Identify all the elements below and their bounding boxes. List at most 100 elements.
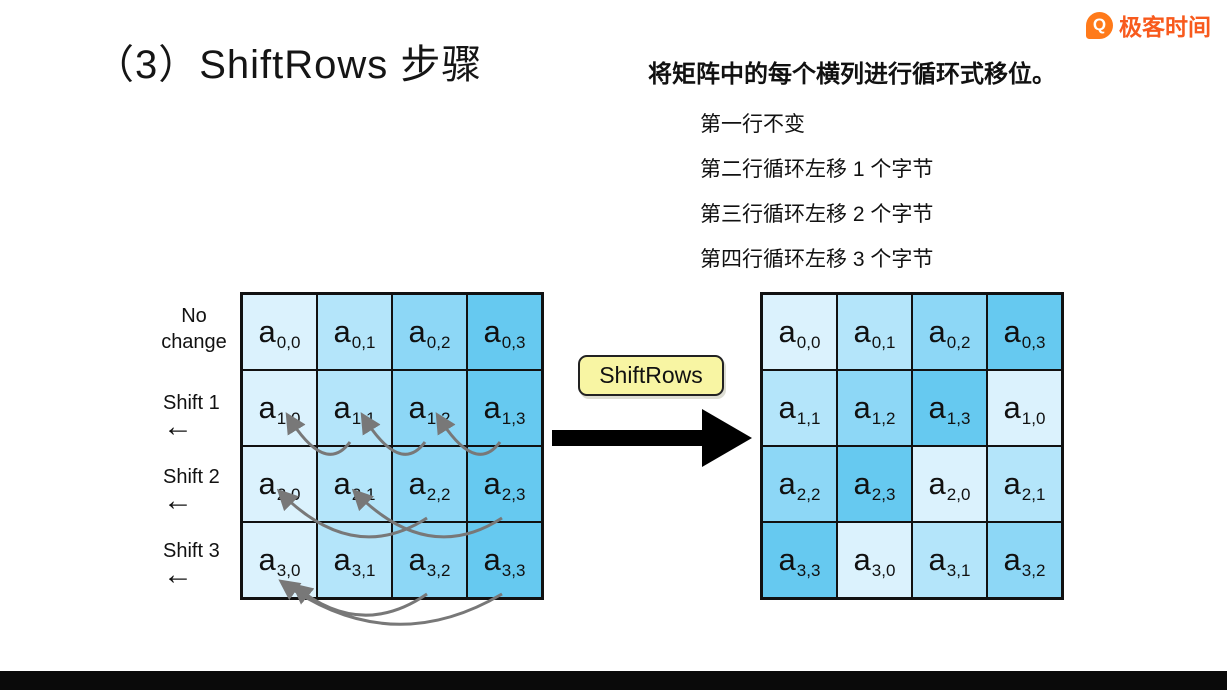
row-label-shift-2: Shift 2 ← [163, 466, 220, 516]
cell-symbol: a [1003, 314, 1021, 349]
cell-symbol: a [1003, 466, 1021, 501]
cell-subscript: 3,2 [1021, 561, 1046, 580]
cell-subscript: 1,1 [796, 409, 821, 428]
cell-symbol: a [1003, 390, 1021, 425]
cell-subscript: 1,3 [501, 409, 526, 428]
cell-subscript: 2,3 [871, 485, 896, 504]
description-line: 第一行不变 [700, 113, 805, 136]
cell-subscript: 3,1 [351, 561, 376, 580]
geektime-logo: Q 极客时间 [1086, 8, 1211, 42]
cell-subscript: 1,0 [1021, 409, 1046, 428]
cell-subscript: 2,2 [426, 485, 451, 504]
cell-symbol: a [483, 466, 501, 501]
page-title: （3）ShiftRows 步骤 [94, 43, 483, 87]
cell-symbol: a [853, 542, 871, 577]
cell-symbol: a [333, 390, 351, 425]
description-heading: 将矩阵中的每个横列进行循环式移位。 [648, 61, 1056, 88]
cell-symbol: a [1003, 542, 1021, 577]
cell-subscript: 0,0 [276, 333, 301, 352]
left-arrow-icon: ← [163, 558, 193, 591]
cell-symbol: a [258, 390, 276, 425]
cell-subscript: 1,0 [276, 409, 301, 428]
cell-symbol: a [778, 466, 796, 501]
cell-subscript: 2,1 [351, 485, 376, 504]
cell-symbol: a [333, 542, 351, 577]
cell-symbol: a [928, 314, 946, 349]
operation-label: ShiftRows [578, 355, 724, 396]
row-label-shift-1: Shift 1 ← [163, 392, 220, 443]
cell-subscript: 0,1 [871, 333, 896, 352]
cell-subscript: 1,2 [871, 409, 896, 428]
cell-subscript: 0,3 [1021, 333, 1046, 352]
cell-symbol: a [778, 390, 796, 425]
cell-symbol: a [778, 542, 796, 577]
transform-arrow-icon [552, 409, 752, 467]
cell-symbol: a [853, 466, 871, 501]
cell-symbol: a [333, 466, 351, 501]
cell-symbol: a [408, 466, 426, 501]
cell-subscript: 3,2 [426, 561, 451, 580]
cell-subscript: 3,1 [946, 561, 971, 580]
cell-subscript: 1,1 [351, 409, 376, 428]
cell-subscript: 2,0 [946, 485, 971, 504]
cell-symbol: a [408, 390, 426, 425]
cell-subscript: 0,1 [351, 333, 376, 352]
cell-symbol: a [928, 542, 946, 577]
cell-symbol: a [258, 466, 276, 501]
cell-symbol: a [928, 390, 946, 425]
cell-subscript: 0,2 [946, 333, 971, 352]
cell-subscript: 2,3 [501, 485, 526, 504]
cell-subscript: 3,3 [501, 561, 526, 580]
description-line: 第三行循环左移 2 个字节 [700, 203, 934, 226]
geektime-logo-icon: Q [1086, 11, 1113, 39]
cell-subscript: 3,0 [871, 561, 896, 580]
bottom-bar [0, 671, 1227, 690]
cell-subscript: 3,3 [796, 561, 821, 580]
cell-symbol: a [408, 314, 426, 349]
cell-symbol: a [853, 390, 871, 425]
cell-symbol: a [853, 314, 871, 349]
cell-subscript: 0,2 [426, 333, 451, 352]
cell-subscript: 2,1 [1021, 485, 1046, 504]
cell-symbol: a [778, 314, 796, 349]
row-label-text: Shift 1 [163, 392, 220, 414]
cell-symbol: a [333, 314, 351, 349]
description-line: 第二行循环左移 1 个字节 [700, 158, 934, 181]
row-label-text: Shift 3 [163, 540, 220, 562]
cell-subscript: 0,0 [796, 333, 821, 352]
geektime-logo-text: 极客时间 [1119, 14, 1211, 40]
description-list: 第一行不变 第二行循环左移 1 个字节 第三行循环左移 2 个字节 第四行循环左… [700, 102, 933, 282]
cell-symbol: a [408, 542, 426, 577]
left-arrow-icon: ← [163, 410, 193, 443]
row-label-no-change: No change [161, 305, 227, 353]
